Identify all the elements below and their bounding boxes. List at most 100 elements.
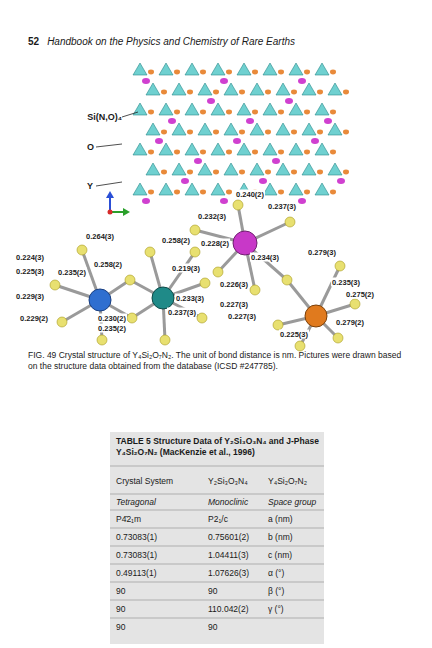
lattice-shape: [304, 110, 310, 115]
lattice-shape: [278, 70, 284, 75]
lattice-shape: [185, 143, 199, 155]
lattice-shape: [168, 118, 176, 124]
lattice-shape: [133, 63, 147, 75]
table-cell: Space group: [268, 497, 322, 507]
table-cell: 90: [208, 622, 266, 632]
lattice-shape: [198, 163, 212, 175]
bond-distance: 0.232(3): [197, 212, 227, 221]
lattice-shape: [181, 178, 189, 184]
table-cell: P4̄2₁m: [116, 514, 202, 524]
lattice-shape: [174, 150, 180, 155]
lattice-shape: [265, 90, 271, 95]
lattice-shape: [148, 70, 154, 75]
table-header: Y₂Si₃O₃N₄: [208, 476, 266, 486]
table-cell: γ (°): [268, 604, 322, 614]
lattice-shape: [187, 170, 193, 175]
bond-distance: 0.235(2): [57, 268, 87, 277]
lattice-shape: [328, 83, 342, 95]
bond-distance: 0.225(3): [15, 267, 45, 276]
lattice-shape: [161, 170, 167, 175]
lattice-shape: [289, 183, 303, 195]
lattice-shape: [220, 78, 228, 84]
lattice-shape: [298, 198, 306, 204]
lattice-shape: [317, 90, 323, 95]
lattice-shape: [187, 90, 193, 95]
lattice-shape: [259, 178, 267, 184]
bond-distance: 0.275(2): [345, 290, 375, 299]
lattice-shape: [146, 83, 160, 95]
lattice-shape: [194, 158, 202, 164]
bond-distance: 0.229(2): [19, 314, 49, 323]
bond-distance: 0.235(3): [331, 278, 361, 287]
lattice-shape: [263, 63, 277, 75]
table-rules: [110, 466, 324, 618]
bonds: [55, 205, 355, 346]
bond-distance: 0.258(2): [161, 236, 191, 245]
table-cell: c (nm): [268, 550, 322, 560]
table-cell: 90: [116, 586, 202, 596]
lattice-shape: [328, 163, 342, 175]
lattice-shape: [330, 70, 336, 75]
central-atoms: [89, 231, 327, 327]
bond-distance: 0.224(3): [15, 253, 45, 262]
lattice-shape: [185, 183, 199, 195]
table-header: Y₄Si₂O₇N₂: [268, 476, 322, 486]
atom-label: Si(N,O)₄: [87, 112, 122, 122]
bond-distance: 0.225(3): [279, 330, 309, 339]
running-head: Handbook on the Physics and Chemistry of…: [47, 36, 295, 47]
lattice-shape: [278, 110, 284, 115]
table-cell: 1.04411(3): [208, 550, 266, 560]
lattice-shape: [220, 198, 228, 204]
lattice-shape: [265, 130, 271, 135]
lattice-shape: [133, 183, 147, 195]
lattice-shape: [263, 103, 277, 115]
lattice-shape: [226, 70, 232, 75]
bond-distance: 0.228(2): [200, 239, 230, 248]
unit-cell-lattice: [133, 63, 349, 204]
bond-distance: 0.230(2): [97, 314, 127, 323]
lattice-shape: [211, 103, 225, 115]
lattice-shape: [291, 170, 297, 175]
lattice-shape: [148, 190, 154, 195]
bond-distance: 0.235(2): [97, 324, 127, 333]
bond-distance: 0.237(3): [167, 308, 197, 317]
lattice-shape: [291, 130, 297, 135]
bond-distance: 0.237(3): [267, 202, 297, 211]
lattice-shape: [159, 143, 173, 155]
lattice-shape: [185, 63, 199, 75]
table-cell: 90: [116, 622, 202, 632]
table-header: Crystal System: [116, 476, 202, 486]
lattice-shape: [291, 90, 297, 95]
lattice-shape: [263, 183, 277, 195]
lattice-shape: [330, 150, 336, 155]
lattice-shape: [237, 143, 251, 155]
bond-distance: 0.279(2): [335, 318, 365, 327]
lattice-shape: [148, 110, 154, 115]
lattice-shape: [185, 103, 199, 115]
table-cell: 0.75601(2): [208, 532, 266, 542]
table-cell: P2₁/c: [208, 514, 266, 524]
lattice-shape: [343, 170, 349, 175]
lattice-shape: [200, 70, 206, 75]
lattice-shape: [226, 190, 232, 195]
axes: [106, 191, 130, 216]
bond-distance: 0.226(3): [219, 280, 249, 289]
bond-distance: 0.240(2): [235, 190, 265, 199]
lattice-shape: [278, 150, 284, 155]
lattice-shape: [311, 138, 319, 144]
lattice-shape: [265, 170, 271, 175]
lattice-shape: [174, 70, 180, 75]
lattice-shape: [187, 130, 193, 135]
lattice-shape: [213, 130, 219, 135]
lattice-shape: [159, 63, 173, 75]
lattice-shape: [159, 183, 173, 195]
bond-distance: 0.279(3): [307, 248, 337, 257]
lattice-shape: [200, 190, 206, 195]
lattice-shape: [317, 170, 323, 175]
lattice-shape: [289, 103, 303, 115]
lattice-shape: [233, 138, 241, 144]
lattice-shape: [324, 118, 332, 124]
lattice-shape: [142, 198, 150, 204]
table-cell: 0.73083(1): [116, 550, 202, 560]
lattice-shape: [272, 158, 280, 164]
